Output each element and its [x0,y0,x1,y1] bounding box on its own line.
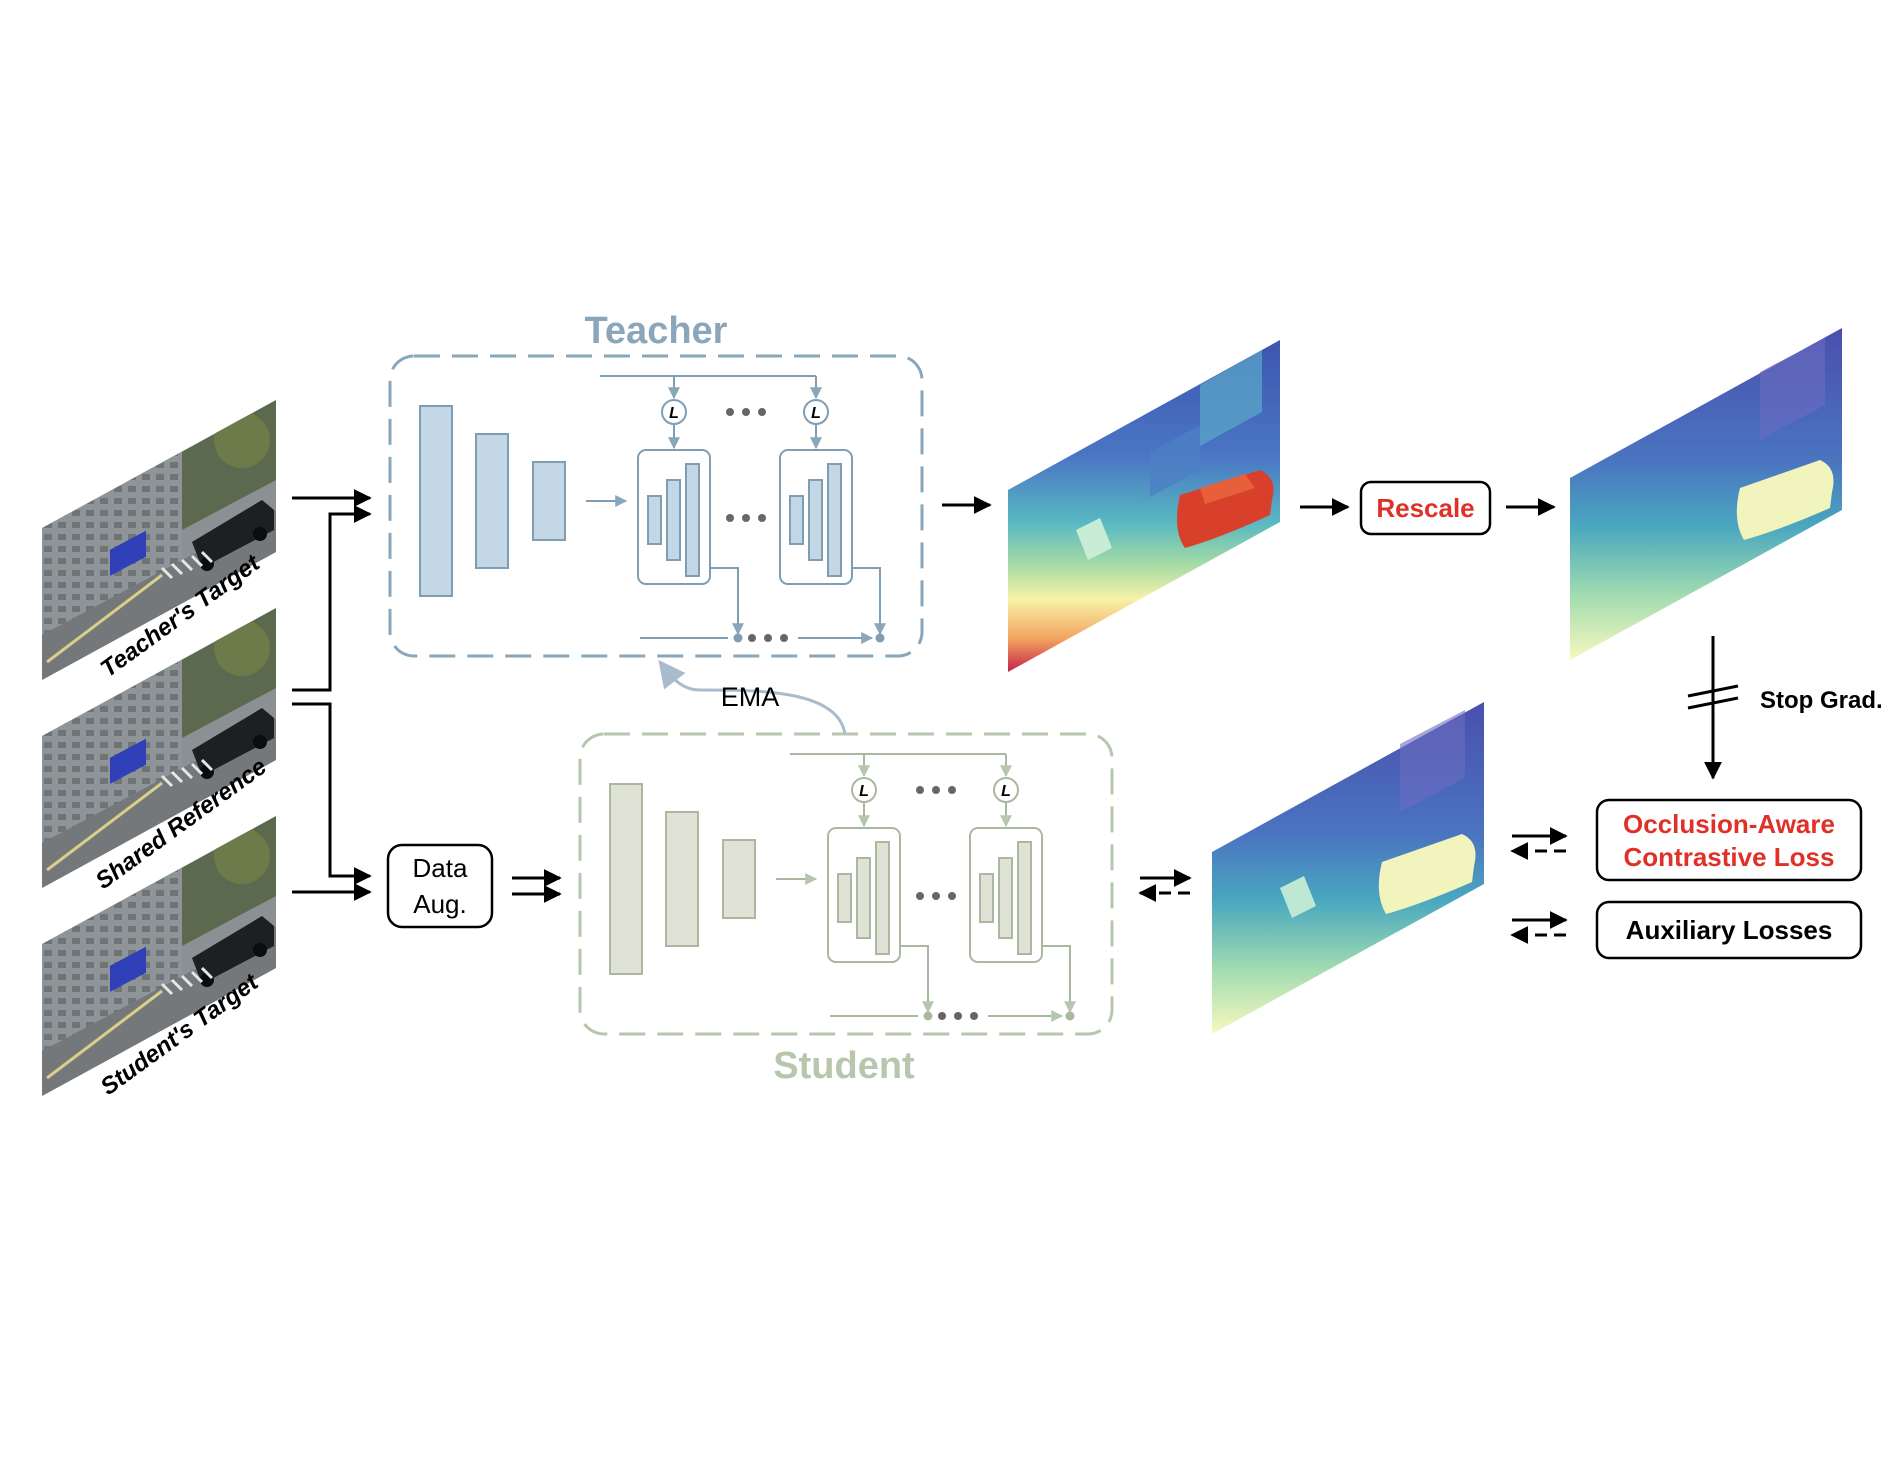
student-encoder-bar-3 [722,839,756,919]
teacher-ellipsis-1-dot-2 [742,408,750,416]
teacher-decoder-block-2-output [852,567,886,636]
auxiliary-loss-arrows [1510,911,1568,944]
student-decoder-block-1-bar-2 [856,857,871,939]
student-ellipsis-1-dot-1 [916,786,924,794]
teacher-ellipsis-2-dot-2 [742,514,750,522]
student-loss-node-2 [993,777,1019,803]
data-aug-label-line2: Aug. [413,889,467,919]
teacher-loss-node-1 [661,399,687,425]
occlusion-aware-loss-box [1595,798,1863,882]
teacher-ellipsis-3-dot-3 [780,634,788,642]
teacher-box [388,354,924,658]
student-encoder-bar-1 [609,783,643,975]
student-loss-node-1 [851,777,877,803]
student-output-junction-2 [1065,1011,1075,1021]
student-encoder-bar-2 [665,811,699,947]
student-depth-bidirectional-arrows [1138,869,1192,902]
teacher-loss-node-2-label: L [811,405,821,422]
student-depth-map [1212,702,1484,1034]
teacher-title: Teacher [585,310,728,352]
teacher-ellipsis-1-dot-3 [758,408,766,416]
teacher-decoder-block-2-bar-3 [827,463,842,577]
student-loss-node-2-label: L [1001,783,1011,800]
teacher-decoder-block-1-bar-3 [685,463,700,577]
student-ellipsis-1-dot-2 [932,786,940,794]
data-aug-box [386,843,494,929]
teacher-ellipsis-3-dot-2 [764,634,772,642]
stop-grad-marker [1687,684,1739,710]
teacher-loss-node-1-label: L [669,405,679,422]
teacher-decoder-block-1-bar-1 [647,495,662,545]
ema-arrow [658,659,847,735]
student-ellipsis-2-dot-3 [948,892,956,900]
teacher-decoder-block-1-bar-2 [666,479,681,561]
rescaled-depth-map [1570,328,1842,660]
student-title: Student [773,1045,915,1087]
student-decoder-block-1-bar-3 [875,841,890,955]
teacher-output-junction-2 [875,633,885,643]
student-decoder-block-2-bar-1 [979,873,994,923]
occlusion-loss-arrows [1510,827,1568,860]
student-ellipsis-3-dot-1 [938,1012,946,1020]
data-aug-label-line1: Data [413,853,468,883]
teacher-ellipsis-3-dot-1 [748,634,756,642]
student-output-junction-1 [923,1011,933,1021]
stop-grad-label: Stop Grad. [1760,687,1883,714]
teacher-decoder-block-1-output [710,567,744,636]
teacher-decoder-block-2-bar-1 [789,495,804,545]
teacher-ellipsis-1-dot-1 [726,408,734,416]
student-decoder-block-2-bar-2 [998,857,1013,939]
teacher-encoder-bar-2 [475,433,509,569]
student-decoder-block-1-bar-1 [837,873,852,923]
teacher-encoder-bar-3 [532,461,566,541]
auxiliary-losses-box [1595,900,1863,960]
teacher-depth-map [1008,340,1280,672]
teacher-loss-node-2 [803,399,829,425]
teacher-decoder-block-2-bar-2 [808,479,823,561]
input-connectors [292,489,372,901]
student-decoder-block-1-output [900,945,934,1014]
auxiliary-losses-label: Auxiliary Losses [1626,915,1833,945]
student-loss-node-1-label: L [859,783,869,800]
student-ellipsis-2-dot-2 [932,892,940,900]
teacher-ellipsis-2-dot-1 [726,514,734,522]
student-ellipsis-3-dot-3 [970,1012,978,1020]
student-ellipsis-1-dot-3 [948,786,956,794]
occlusion-loss-line1: Occlusion-Aware [1623,809,1835,839]
teacher-ellipsis-2-dot-3 [758,514,766,522]
student-ellipsis-3-dot-2 [954,1012,962,1020]
teacher-output-junction-1 [733,633,743,643]
student-decoder-block-2-bar-3 [1017,841,1032,955]
data-aug-to-student-arrows [512,869,562,903]
rescale-box [1359,480,1492,536]
student-box [578,732,1114,1036]
ema-label: EMA [721,682,780,712]
occlusion-loss-line2: Contrastive Loss [1624,842,1835,872]
teacher-encoder-bar-1 [419,405,453,597]
student-decoder-block-2-output [1042,945,1076,1014]
rescale-label: Rescale [1376,493,1474,523]
student-ellipsis-2-dot-1 [916,892,924,900]
